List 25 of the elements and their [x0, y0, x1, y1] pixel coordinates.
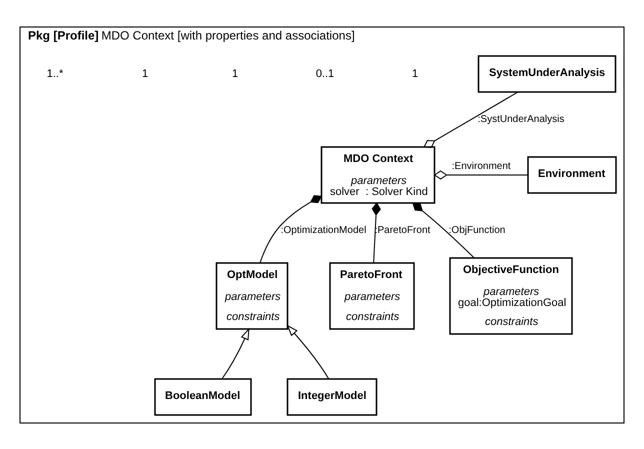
node-box: SystemUnderAnalysis: [478, 54, 616, 92]
edge-label: :Environment: [452, 160, 511, 172]
arrow: [221, 327, 250, 379]
node-box: OptModel parameters constraints: [216, 262, 288, 330]
edge-label: :ObjFunction: [448, 224, 506, 236]
node-box: MDO Context parameters solver : Solver Kind: [320, 146, 436, 204]
connector: [423, 91, 518, 148]
node-box: IntegerModel: [286, 378, 378, 416]
connector: [412, 202, 475, 258]
node-box: Environment: [527, 156, 617, 194]
edge-label: :OptimizationModel: [280, 224, 366, 236]
node-box: BooleanModel: [154, 378, 252, 416]
node-box: ParetoFront parameters constraints: [329, 262, 415, 330]
node-box: ObjectiveFunction parameters goal:OptimizationGoal constraints: [449, 256, 573, 334]
edge-label: :SystUnderAnalysis: [478, 114, 564, 124]
connector: [434, 170, 528, 180]
label: 1..*: [46, 67, 64, 80]
label: 0..1: [316, 67, 334, 80]
label: 1: [142, 67, 148, 80]
arrow: [286, 324, 330, 379]
edge-label: :ParetoFront: [374, 224, 430, 236]
connector: [260, 194, 322, 263]
label: 1: [412, 67, 418, 80]
label: 1: [232, 67, 238, 80]
connector: [372, 202, 381, 263]
